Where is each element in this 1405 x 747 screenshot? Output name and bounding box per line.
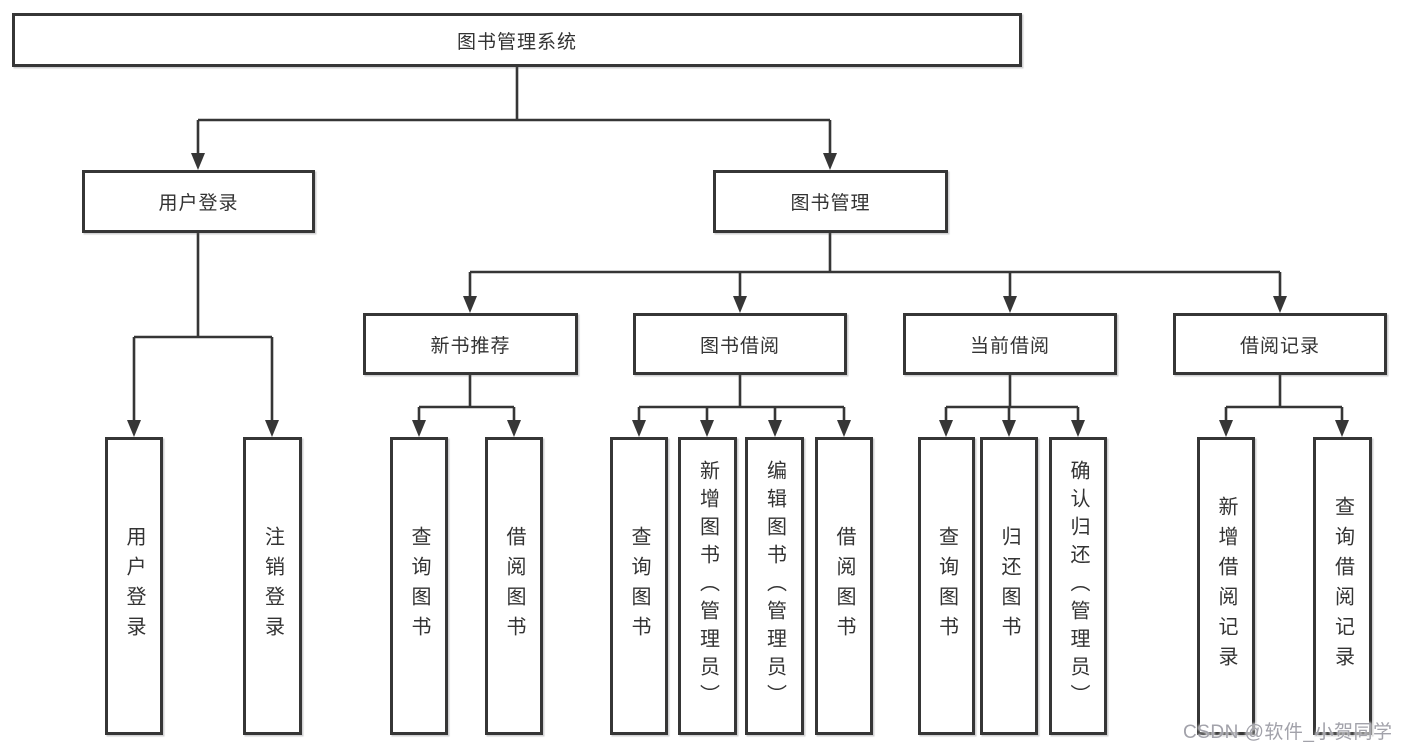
leaf-query-books-recommend: 查询图书 xyxy=(390,437,448,735)
connector-path xyxy=(132,66,1344,424)
arrowheads xyxy=(127,153,1349,437)
node-user-login: 用户登录 xyxy=(82,170,315,233)
leaf-query-books-borrow: 查询图书 xyxy=(610,437,668,735)
watermark: CSDN @软件_小贺同学 xyxy=(1183,722,1393,743)
node-current-borrow: 当前借阅 xyxy=(903,313,1117,375)
leaf-confirm-return-admin: 确认归还（管理员） xyxy=(1049,437,1107,735)
leaf-edit-books-admin: 编辑图书（管理员） xyxy=(745,437,804,735)
node-borrow-records: 借阅记录 xyxy=(1173,313,1387,375)
leaf-query-books-current: 查询图书 xyxy=(918,437,975,735)
node-book-borrow: 图书借阅 xyxy=(633,313,847,375)
leaf-user-login: 用户登录 xyxy=(105,437,163,735)
leaf-add-borrow-record: 新增借阅记录 xyxy=(1197,437,1255,735)
node-book-management: 图书管理 xyxy=(713,170,948,233)
leaf-borrow-books: 借阅图书 xyxy=(815,437,873,735)
node-root: 图书管理系统 xyxy=(12,13,1022,67)
leaf-return-books: 归还图书 xyxy=(980,437,1038,735)
leaf-borrow-books-recommend: 借阅图书 xyxy=(485,437,543,735)
leaf-logout: 注销登录 xyxy=(243,437,302,735)
leaf-query-borrow-record: 查询借阅记录 xyxy=(1313,437,1372,735)
node-new-book-recommend: 新书推荐 xyxy=(363,313,578,375)
leaf-add-books-admin: 新增图书（管理员） xyxy=(678,437,737,735)
